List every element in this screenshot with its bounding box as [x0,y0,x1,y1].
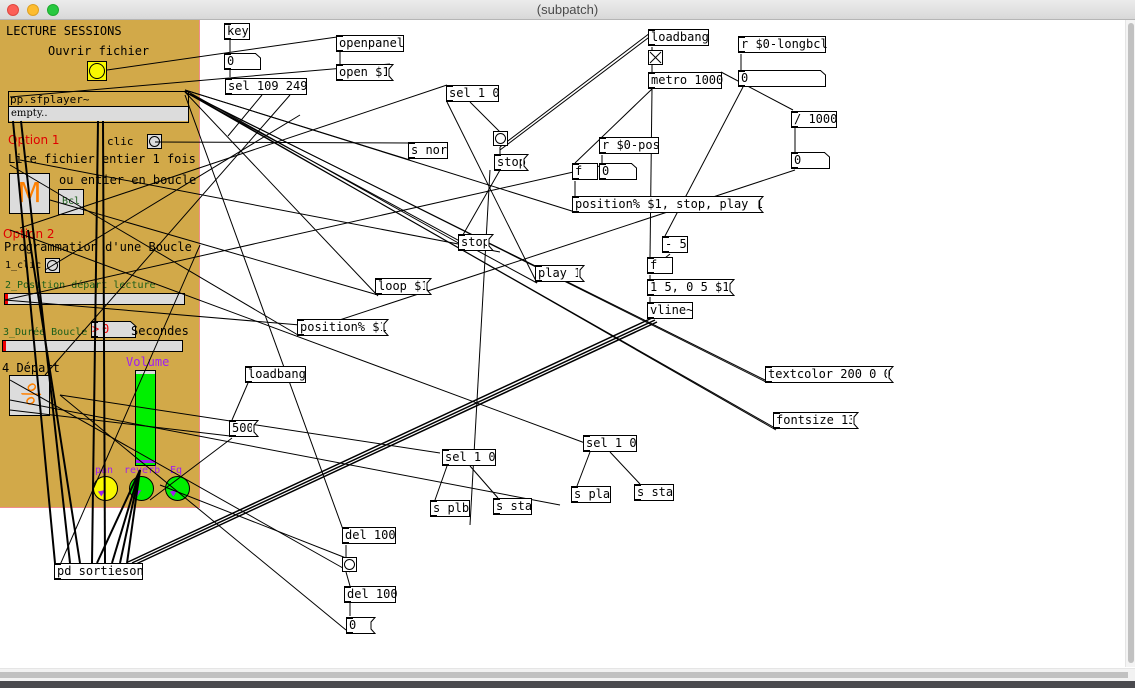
knob-pointer-icon [133,487,144,497]
step1-bang[interactable] [45,258,60,273]
s-pla-object[interactable]: s pla [571,486,611,503]
vertical-scrollbar[interactable] [1125,20,1135,667]
seconds-label: Secondes [131,324,189,338]
divide-1000-object[interactable]: / 1000 [791,111,837,128]
minus-5-object[interactable]: - 5 [662,236,688,253]
bang-circle-icon [344,559,355,570]
sfplayer-object[interactable]: pp.sfplayer~ empty.. [8,91,189,123]
volume-knob[interactable] [136,460,155,463]
longbcl-number[interactable]: 0 [738,70,826,87]
openpanel-object[interactable]: openpanel [336,35,404,52]
clic-label: clic [107,135,134,148]
pan-knob[interactable] [93,476,118,501]
sel-keys-object[interactable]: sel 109 249 [225,78,307,95]
divide-result-number[interactable]: 0 [791,152,830,169]
duration-slider[interactable] [2,340,183,352]
loop-message[interactable]: loop $1 [375,278,432,295]
ramp-message[interactable]: 1 5, 0 5 $1 [647,279,735,296]
s-plb-object[interactable]: s plb [430,500,470,517]
window-titlebar: (subpatch) [0,0,1135,20]
sel-1-0-object-b[interactable]: sel 1 0 [442,449,496,466]
position-stop-play-message[interactable]: position% $1, stop, play 1 [572,196,764,213]
f-object-a[interactable]: f [572,163,598,180]
percent-glyph: % [13,379,46,411]
loadbang-object-b[interactable]: loadbang [245,366,306,383]
sel-1-0-object-a[interactable]: sel 1 0 [446,85,500,102]
red-triangle-icon: > [92,322,100,336]
bcl-toggle[interactable]: Bcl [58,189,84,215]
bang-circle-icon [89,63,105,79]
del-100-object-b[interactable]: del 100 [344,586,398,603]
sfplayer-status: empty.. [9,106,188,121]
bang-circle-icon [149,136,160,147]
del-100-object-a[interactable]: del 100 [342,527,396,544]
minimize-button[interactable] [27,4,39,16]
slider-knob[interactable] [5,294,8,304]
vline-object[interactable]: vline~ [647,302,693,319]
scrollbar-thumb[interactable] [0,672,1128,678]
option1-label: Option 1 [8,133,60,147]
position-message[interactable]: position% $1 [297,319,389,336]
r-longbcl-object[interactable]: r $0-longbcl [738,36,828,53]
metro-object[interactable]: metro 1000 [648,72,723,89]
position-slider[interactable] [4,293,185,305]
volume-fill [136,373,155,465]
knob-pointer-icon [97,487,108,497]
s-sta-object-b[interactable]: s sta [634,484,674,501]
bang-object-b[interactable] [342,557,357,572]
sel-1-0-object-c[interactable]: sel 1 0 [583,435,637,452]
s-sta-object-a[interactable]: s sta [493,498,532,515]
bang-object-a[interactable] [493,131,508,146]
metro-toggle[interactable] [648,50,663,65]
step4-label: 4 Départ [2,361,60,375]
open-message[interactable]: open $1 [336,64,394,81]
bang-circle-icon [47,260,58,271]
start-button[interactable]: % [9,375,50,416]
m-button[interactable]: M [9,173,50,214]
bang-circle-icon [495,133,506,144]
duration-number[interactable]: > 0 [91,321,136,338]
key-object[interactable]: key [224,23,250,40]
key-number[interactable]: 0 [224,53,261,70]
loop-whole-label: ou entier en boucle [59,173,197,187]
open-file-label: Ouvrir fichier [48,44,150,58]
scrollbar-thumb[interactable] [1128,23,1134,663]
option2-label: Option 2 [3,227,55,241]
stop-message-a[interactable]: stop [494,154,529,171]
volume-label: Volume [126,355,170,369]
play-whole-label: Lire fichier entier 1 fois [8,152,196,166]
r-pos-object[interactable]: r $0-pos [599,137,660,154]
dock-edge [0,681,1135,688]
fontsize-message[interactable]: fontsize 13 [773,412,859,429]
reverb-knob[interactable] [129,476,154,501]
slider-knob[interactable] [3,341,6,351]
knob-pointer-icon [169,487,180,497]
gop-title: LECTURE SESSIONS [6,24,122,38]
step3-label: 3_Durée Boucle [3,327,88,338]
window-title: (subpatch) [536,2,599,17]
textcolor-message[interactable]: textcolor 200 0 0 [765,366,894,383]
zoom-button[interactable] [47,4,59,16]
pd-sortieson-object[interactable]: pd sortieson [54,563,144,580]
open-file-bang[interactable] [87,61,107,81]
step2-label: 2_Position départ lecture [5,280,156,291]
sfplayer-name: pp.sfplayer~ [10,93,90,106]
eq-knob[interactable] [165,476,190,501]
horizontal-scrollbar[interactable] [0,668,1135,681]
stop-message-b[interactable]: stop [458,234,494,251]
volume-slider[interactable] [135,370,156,466]
program-loop-label: Programmation d'une Boucle [4,240,192,254]
step1-label: 1_clic [5,260,42,271]
clic-bang[interactable] [147,134,162,149]
toggle-x-icon [649,51,662,64]
play-1-message[interactable]: play 1 [535,265,585,282]
pos-number[interactable]: 0 [599,163,637,180]
close-button[interactable] [7,4,19,16]
s-nor-object[interactable]: s nor [408,142,448,159]
loadbang-object-a[interactable]: loadbang [648,29,709,46]
zero-message[interactable]: 0 [346,617,376,634]
f-object-b[interactable]: f [647,257,673,274]
500-message[interactable]: 500 [229,420,259,437]
